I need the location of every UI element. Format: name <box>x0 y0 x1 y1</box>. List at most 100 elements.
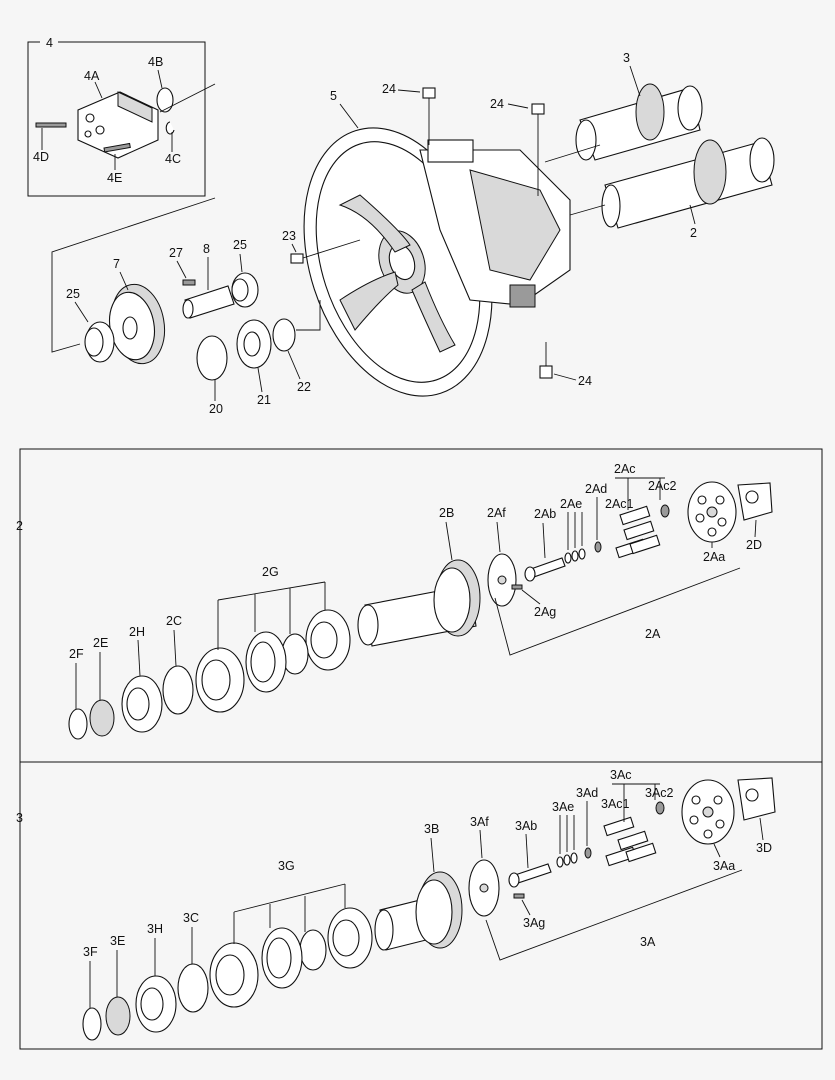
part-3ag-screw <box>513 893 525 899</box>
callout-2a: 2A <box>645 627 661 641</box>
callout-4e: 4E <box>107 171 122 185</box>
callout-3: 3 <box>623 51 630 65</box>
part-3e-nut <box>105 996 131 1036</box>
part-8-shaft <box>182 285 235 319</box>
assembly-4-label: 4 <box>46 36 53 50</box>
part-4b-oring <box>156 87 174 113</box>
callout-24-a: 24 <box>382 82 396 96</box>
assembly-2-section: 2 <box>16 448 823 763</box>
callout-2b: 2B <box>439 506 454 520</box>
part-27-key <box>182 279 196 286</box>
callout-2ad: 2Ad <box>585 482 607 496</box>
callout-22: 22 <box>297 380 311 394</box>
callout-3ac1: 3Ac1 <box>601 797 630 811</box>
callout-2g: 2G <box>262 565 279 579</box>
part-3f-snap-ring <box>82 1007 102 1041</box>
callout-2e: 2E <box>93 636 108 650</box>
assembly-3-section: 3 <box>16 761 823 1050</box>
callout-4c: 4C <box>165 152 181 166</box>
part-3d-plate <box>737 777 776 821</box>
part-2-shaft <box>601 137 775 229</box>
callout-23: 23 <box>282 229 296 243</box>
part-2e-nut <box>89 699 115 737</box>
callout-7: 7 <box>113 257 120 271</box>
callout-24-b: 24 <box>490 97 504 111</box>
part-3aa-cylinder <box>681 779 735 845</box>
callout-2af: 2Af <box>487 506 506 520</box>
part-3ac-pistons <box>603 816 657 867</box>
part-2aa-cylinder <box>687 481 737 543</box>
assembly-2-label: 2 <box>16 519 23 533</box>
callout-24-c: 24 <box>578 374 592 388</box>
callout-4d: 4D <box>33 150 49 164</box>
callout-5: 5 <box>330 89 337 103</box>
callout-3h: 3H <box>147 922 163 936</box>
part-4c-clip <box>165 121 175 135</box>
part-4d-bolt <box>35 122 67 128</box>
callout-3e: 3E <box>110 934 125 948</box>
callout-2h: 2H <box>129 625 145 639</box>
callout-2ae: 2Ae <box>560 497 582 511</box>
part-25-bearing-right <box>231 272 259 308</box>
part-3b-shaft <box>374 871 463 951</box>
callout-3ag: 3Ag <box>523 916 545 930</box>
callout-2ac: 2Ac <box>614 462 636 476</box>
callout-2ab: 2Ab <box>534 507 556 521</box>
part-3c-ring <box>177 963 209 1013</box>
part-24-bolt-c <box>539 342 553 379</box>
part-2h-bearing <box>121 675 163 733</box>
callout-3f: 3F <box>83 945 98 959</box>
part-22-ring <box>272 318 296 352</box>
part-2ae-springs <box>564 548 586 564</box>
callout-2c: 2C <box>166 614 182 628</box>
part-2c-ring <box>162 665 194 715</box>
callout-2ag: 2Ag <box>534 605 556 619</box>
part-21-washer <box>236 319 272 369</box>
top-section: 4 4A 4B 4D 4C 4E <box>27 36 775 416</box>
callout-2ac1: 2Ac1 <box>605 497 634 511</box>
callout-3ad: 3Ad <box>576 786 598 800</box>
part-2f-snap-ring <box>68 708 88 740</box>
part-2ac-pistons <box>615 505 661 559</box>
part-2ac2-ring <box>660 504 670 518</box>
callout-2: 2 <box>690 226 697 240</box>
part-3ac2-ring <box>655 801 665 815</box>
part-2d-plate <box>737 482 773 521</box>
callout-2d: 2D <box>746 538 762 552</box>
part-3ad-ring <box>584 847 592 859</box>
callout-3ac2: 3Ac2 <box>645 786 674 800</box>
part-25-bearing-left <box>84 321 115 363</box>
part-4e-bolt <box>103 142 131 153</box>
assembly-3-label: 3 <box>16 811 23 825</box>
assembly-4-frame <box>27 41 206 197</box>
callout-4b: 4B <box>148 55 163 69</box>
callout-3ac: 3Ac <box>610 768 632 782</box>
callout-3c: 3C <box>183 911 199 925</box>
part-2b-shaft <box>357 559 481 647</box>
callout-3d: 3D <box>756 841 772 855</box>
part-3ae-springs <box>556 852 578 868</box>
part-3ab-pin <box>508 863 552 888</box>
part-2ag-screw <box>511 584 523 590</box>
callout-27: 27 <box>169 246 183 260</box>
callout-25-right: 25 <box>233 238 247 252</box>
part-24-bolt-a <box>422 87 436 145</box>
callout-3ae: 3Ae <box>552 800 574 814</box>
callout-20: 20 <box>209 402 223 416</box>
callout-3g: 3G <box>278 859 295 873</box>
callout-3ab: 3Ab <box>515 819 537 833</box>
callout-3b: 3B <box>424 822 439 836</box>
callout-2ac2: 2Ac2 <box>648 479 677 493</box>
part-7-gear <box>108 283 166 365</box>
callout-2aa: 2Aa <box>703 550 725 564</box>
part-24-bolt-b <box>531 103 545 196</box>
part-2af-plate <box>487 553 517 607</box>
part-3-shaft <box>575 83 703 161</box>
part-3g-bearing-set <box>209 907 373 1008</box>
part-4a-motor <box>77 91 159 159</box>
part-3af-plate <box>468 859 500 917</box>
part-2ab-pin <box>524 557 566 582</box>
callout-4a: 4A <box>84 69 100 83</box>
part-3h-bearing <box>135 975 177 1033</box>
